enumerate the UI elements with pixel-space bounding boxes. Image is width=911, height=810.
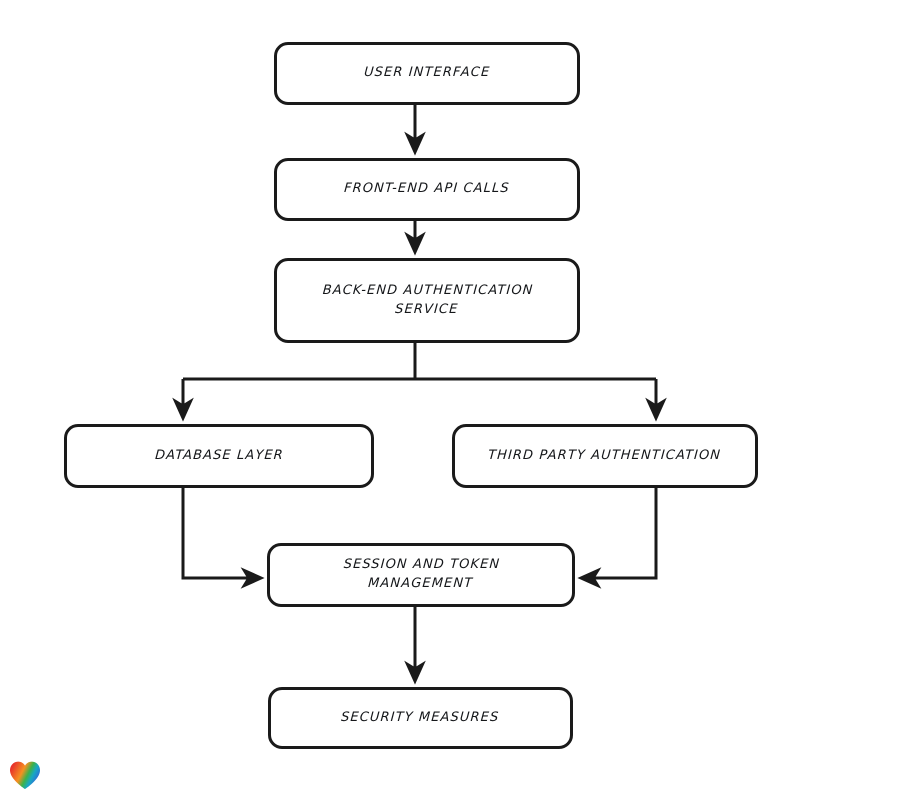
node-label-database-layer: DATABASE LAYER <box>154 447 284 463</box>
node-third-party-authentication[interactable]: THIRD PARTY AUTHENTICATION <box>452 424 758 488</box>
node-label-session-and-token-management: SESSION AND TOKEN MANAGEMENT <box>342 557 501 591</box>
node-label-security-measures: SECURITY MEASURES <box>340 709 501 725</box>
node-database-layer[interactable]: DATABASE LAYER <box>64 424 374 488</box>
node-security-measures[interactable]: SECURITY MEASURES <box>268 687 573 749</box>
node-label-user-interface: USER INTERFACE <box>363 65 491 81</box>
node-label-third-party-authentication: THIRD PARTY AUTHENTICATION <box>488 447 723 463</box>
heart-icon <box>10 761 40 789</box>
edge-database-to-session <box>181 488 265 589</box>
node-front-end-api-calls[interactable]: FRONT-END API CALLS <box>274 158 580 221</box>
node-label-back-end-authentication-service: BACK-END AUTHENTICATION SERVICE <box>321 282 534 317</box>
node-session-and-token-management[interactable]: SESSION AND TOKEN MANAGEMENT <box>267 543 575 607</box>
node-back-end-authentication-service[interactable]: BACK-END AUTHENTICATION SERVICE <box>274 258 580 343</box>
node-label-front-end-api-calls: FRONT-END API CALLS <box>343 181 511 197</box>
edge-thirdparty-to-session <box>577 488 658 589</box>
node-user-interface[interactable]: USER INTERFACE <box>274 42 580 105</box>
